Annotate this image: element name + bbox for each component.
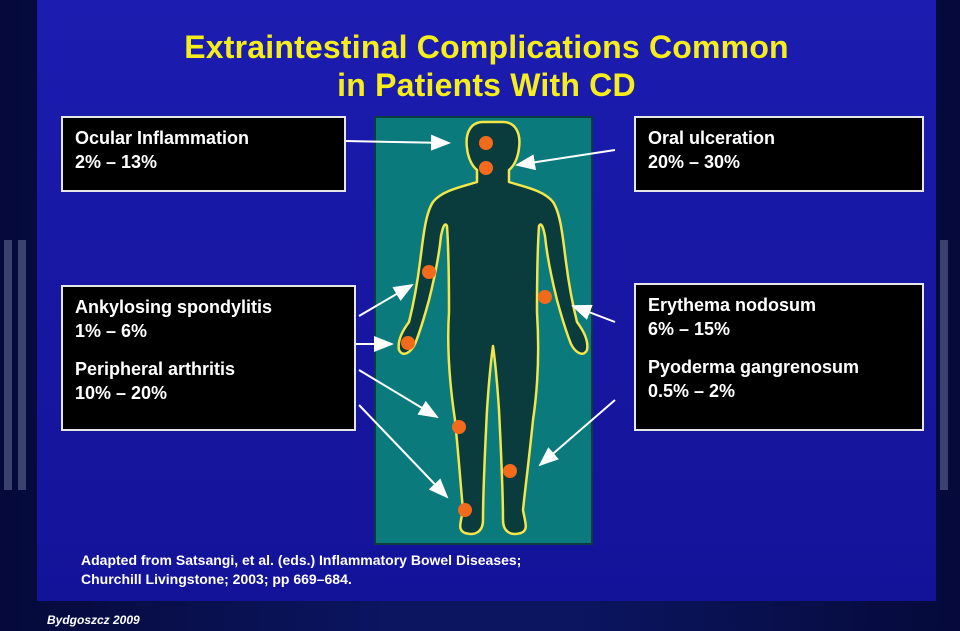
callout-joints: Ankylosing spondylitis 1% – 6% Periphera…	[61, 285, 356, 431]
callout-ocular: Ocular Inflammation 2% – 13%	[61, 116, 346, 192]
source-citation-line2: Churchill Livingstone; 2003; pp 669–684.	[81, 571, 352, 587]
left-decor-stripe	[4, 240, 12, 490]
marker-ankle	[458, 503, 472, 517]
slide-title-line1: Extraintestinal Complications Common	[184, 29, 789, 65]
arrow-oral	[515, 149, 616, 171]
marker-shin	[503, 464, 517, 478]
marker-left-arm	[538, 290, 552, 304]
marker-right-elbow	[422, 265, 436, 279]
slide-title: Extraintestinal Complications Common in …	[37, 28, 936, 104]
callout-peripheral-range: 10% – 20%	[75, 383, 168, 403]
body-diagram	[344, 120, 616, 536]
callout-skin: Erythema nodosum 6% – 15% Pyoderma gangr…	[634, 283, 924, 431]
source-citation-line1: Adapted from Satsangi, et al. (eds.) Inf…	[81, 552, 522, 568]
callout-pyoderma-label: Pyoderma gangrenosum	[648, 357, 860, 377]
arrow-peripheral-knee	[358, 369, 439, 419]
callout-pyoderma-range: 0.5% – 2%	[648, 381, 736, 401]
arrow-ankylosing-elbow	[358, 283, 414, 317]
callout-oral: Oral ulceration 20% – 30%	[634, 116, 924, 192]
right-decor-stripe	[940, 240, 948, 490]
slide-title-line2: in Patients With CD	[337, 67, 636, 103]
marker-knee	[452, 420, 466, 434]
left-decor-stripe	[18, 240, 26, 490]
callout-ocular-label: Ocular Inflammation	[75, 128, 250, 148]
slide: Extraintestinal Complications Common in …	[37, 0, 936, 601]
arrow-erythema	[571, 304, 616, 323]
source-citation: Adapted from Satsangi, et al. (eds.) Inf…	[81, 551, 521, 589]
marker-eye	[479, 136, 493, 150]
arrow-peripheral-ankle	[358, 404, 449, 499]
callout-erythema-label: Erythema nodosum	[648, 295, 817, 315]
marker-mouth	[479, 161, 493, 175]
callout-ankylosing-range: 1% – 6%	[75, 321, 148, 341]
footer-text: Bydgoszcz 2009	[47, 613, 140, 627]
callout-oral-label: Oral ulceration	[648, 128, 776, 148]
arrow-ocular	[344, 134, 451, 151]
arrow-pyoderma	[538, 399, 616, 467]
callout-ocular-range: 2% – 13%	[75, 152, 158, 172]
callout-ankylosing-label: Ankylosing spondylitis	[75, 297, 273, 317]
body-silhouette	[397, 120, 589, 536]
callout-erythema-range: 6% – 15%	[648, 319, 731, 339]
marker-right-wrist	[401, 336, 415, 350]
callout-peripheral-label: Peripheral arthritis	[75, 359, 236, 379]
callout-gap	[648, 341, 910, 355]
callout-oral-range: 20% – 30%	[648, 152, 741, 172]
callout-gap	[75, 343, 342, 357]
